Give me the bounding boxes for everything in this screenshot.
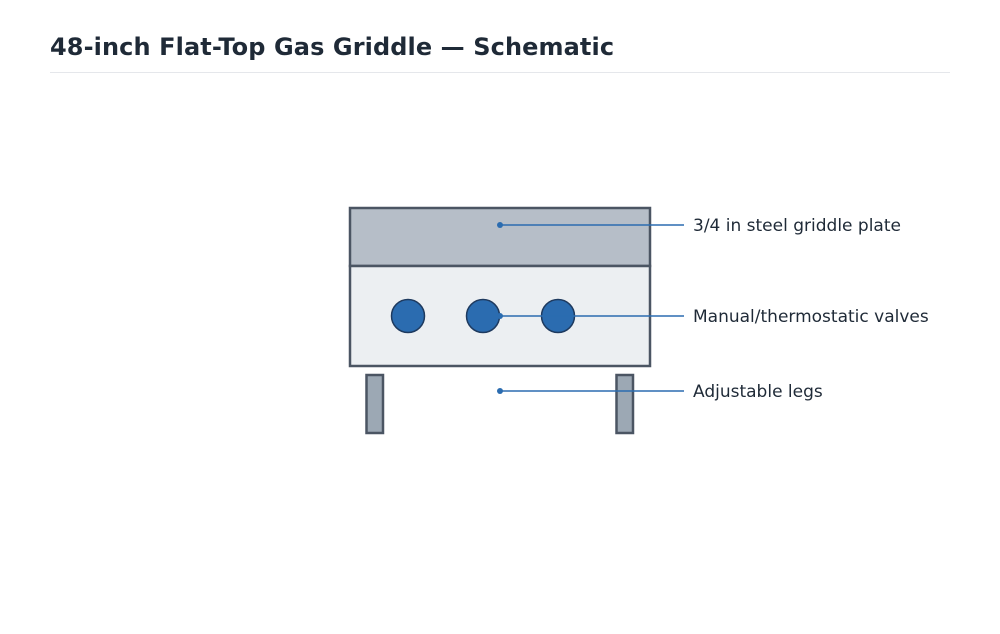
valve-knob-1 [390, 298, 426, 334]
callout-valves-label: Manual/thermostatic valves [693, 307, 929, 327]
callout-legs: Adjustable legs [497, 382, 823, 402]
leg-left [365, 373, 385, 435]
header: 48-inch Flat-Top Gas Griddle — Schematic [50, 30, 950, 73]
callout-plate-label: 3/4 in steel griddle plate [693, 216, 901, 236]
valve-knob-2 [465, 298, 501, 334]
callout-valves: Manual/thermostatic valves [497, 307, 929, 327]
callout-plate: 3/4 in steel griddle plate [497, 216, 901, 236]
page-title: 48-inch Flat-Top Gas Griddle — Schematic [50, 33, 615, 61]
griddle-plate [348, 206, 652, 268]
callout-legs-label: Adjustable legs [693, 382, 823, 402]
leg-right [615, 373, 635, 435]
